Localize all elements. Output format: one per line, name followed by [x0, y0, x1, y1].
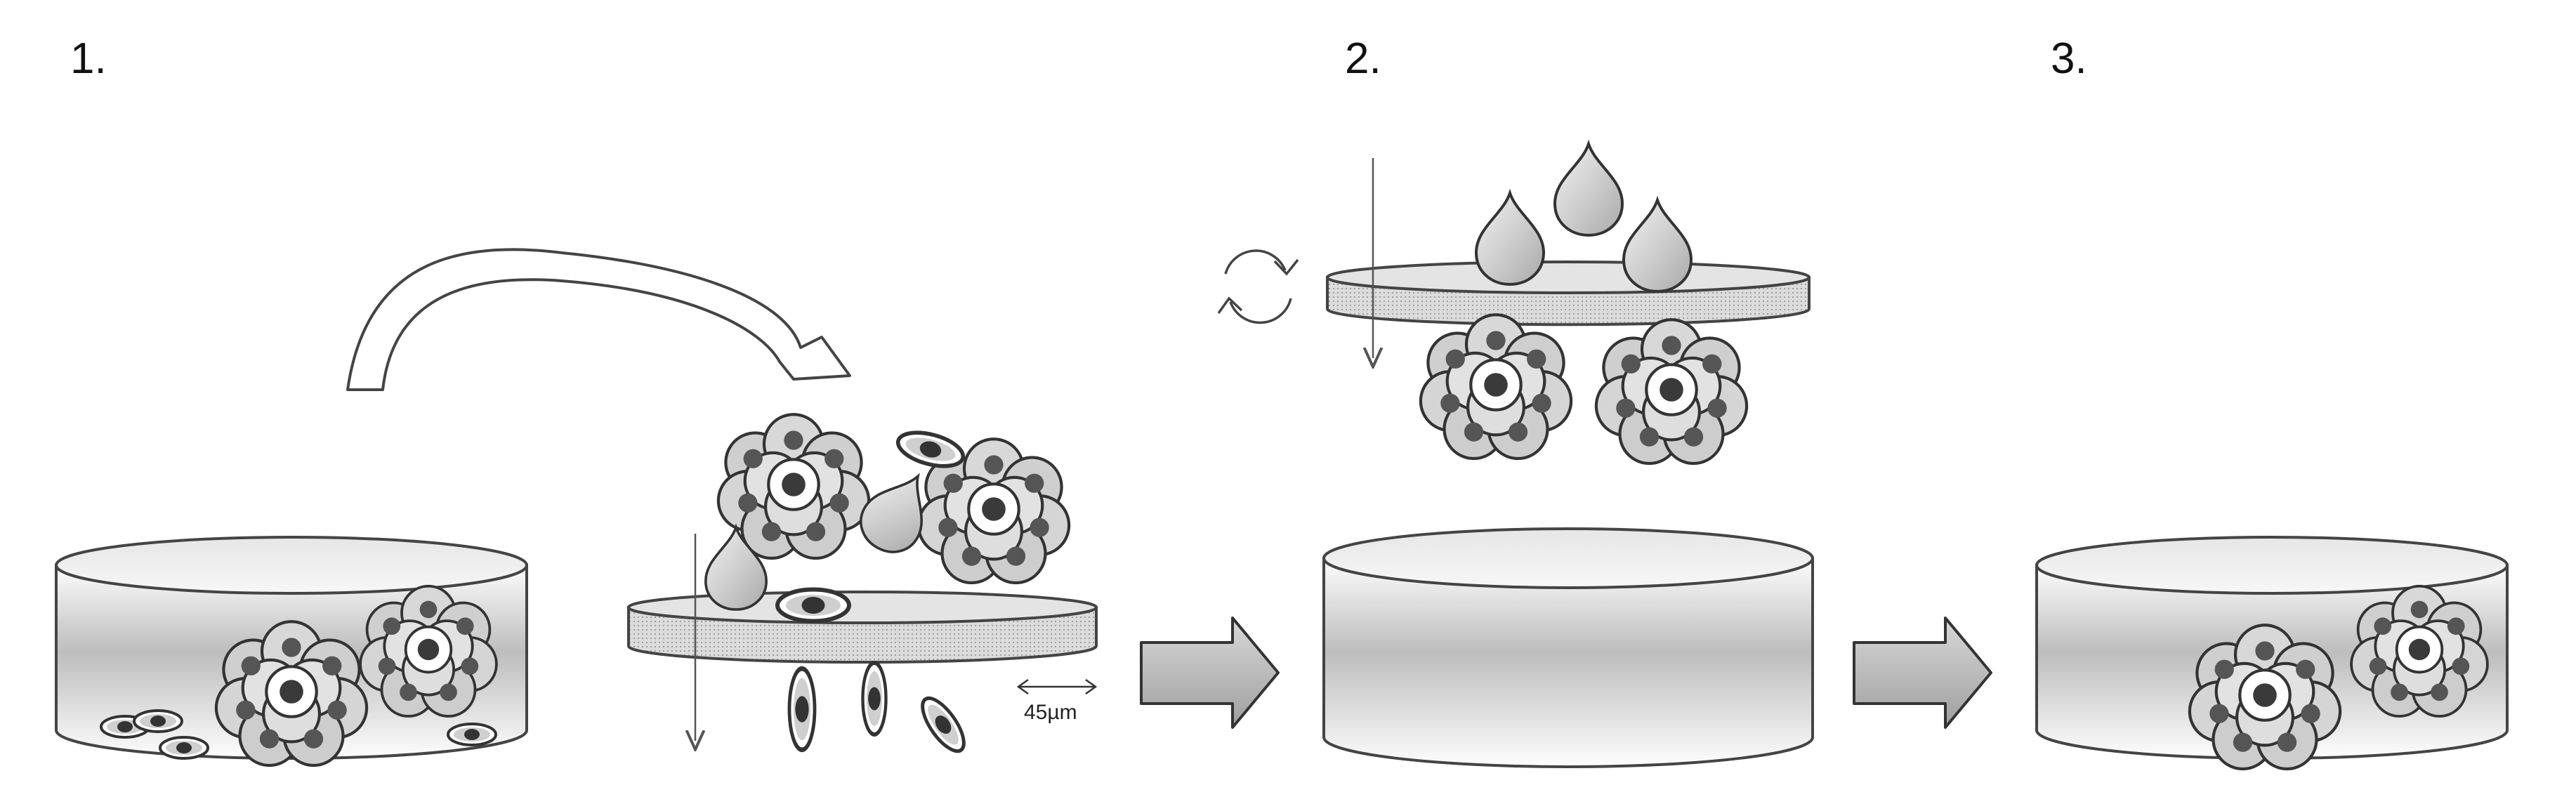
spheroid-under-filter-2: [1596, 319, 1747, 463]
step-2-number: 2.: [1345, 34, 1381, 83]
droplet-step2-3: [1622, 199, 1693, 293]
migrated-cell-2: [863, 663, 886, 734]
adherent-cell-4: [447, 723, 497, 746]
cell-on-filter: [777, 590, 849, 621]
culture-dish-step2: [1322, 527, 1814, 768]
droplet-step2-1: [1553, 143, 1624, 237]
membrane-filter-step1: [627, 591, 1098, 664]
adherent-cell-3: [159, 736, 209, 760]
curved-transfer-arrow: [346, 248, 851, 391]
migrated-cell-3: [915, 692, 971, 757]
step-1-number: 1.: [70, 34, 107, 83]
migrated-cell-1: [789, 668, 815, 750]
floating-cell-top: [895, 426, 967, 472]
membrane-filter-step2: [1326, 261, 1811, 327]
droplet-step2-2: [1475, 192, 1545, 286]
scale-bar: 45µm: [1016, 678, 1098, 724]
adherent-cell-2: [133, 709, 183, 733]
spheroid-under-filter-1: [1421, 315, 1571, 459]
rotate-icon: [1217, 249, 1299, 324]
scale-bar-label: 45µm: [1024, 701, 1077, 724]
step-3-number: 3.: [2051, 34, 2087, 83]
block-arrow-1: [1140, 617, 1280, 729]
block-arrow-2: [1853, 617, 1992, 729]
